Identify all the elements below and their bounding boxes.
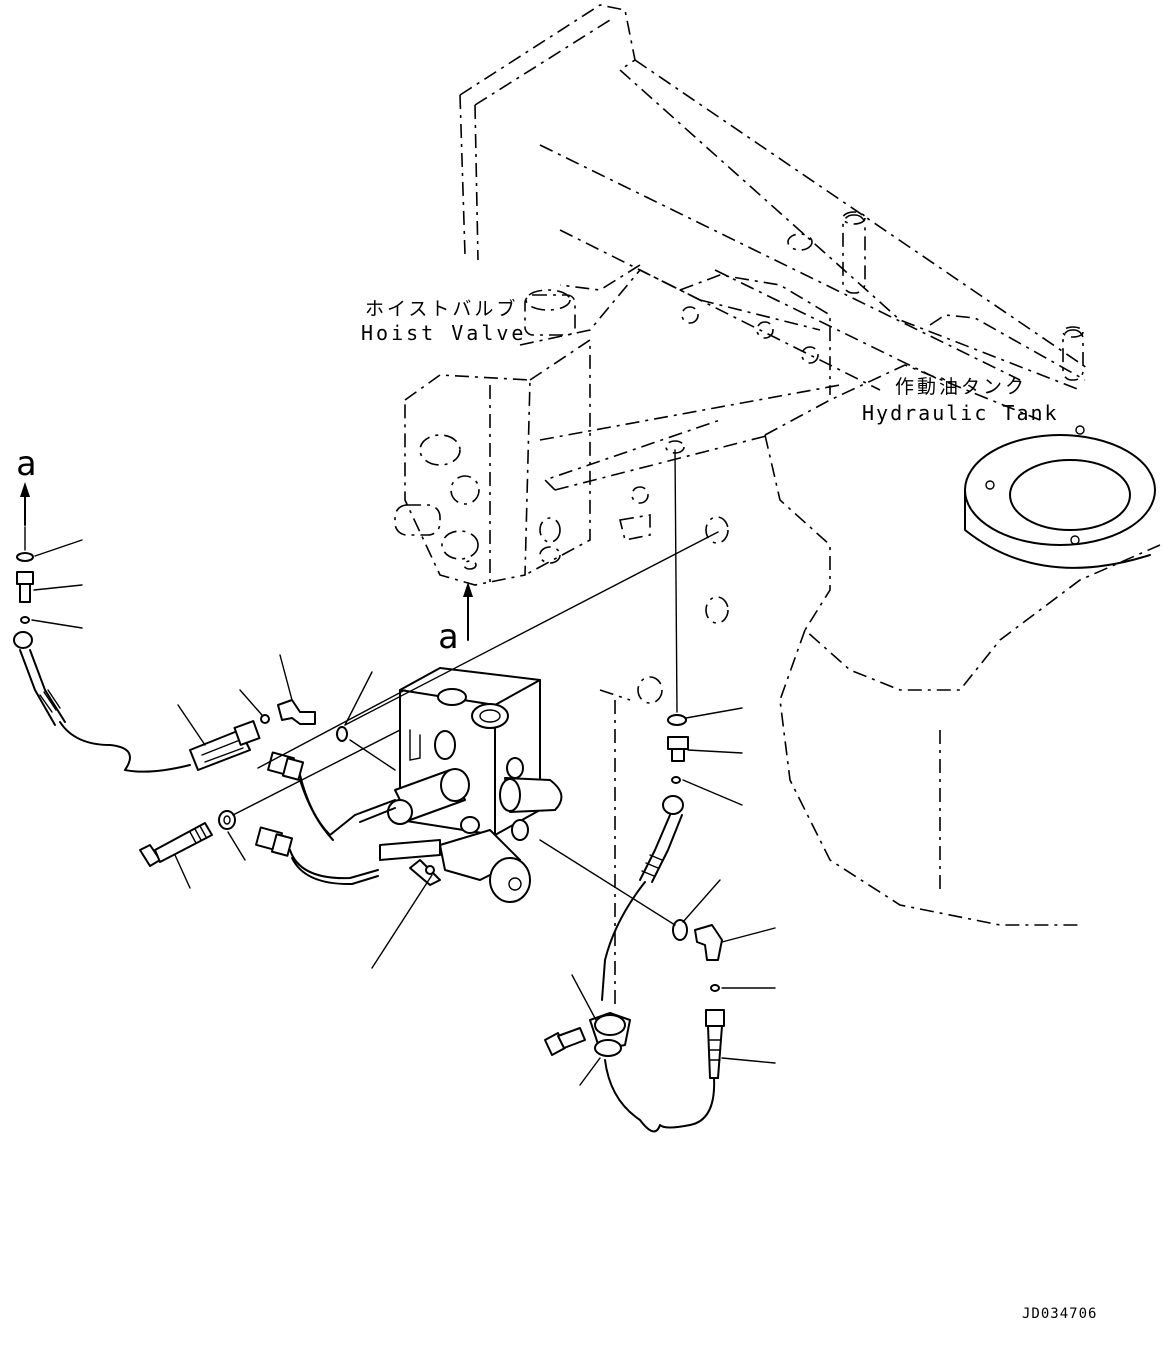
- hoist-valve-label-en: Hoist Valve: [361, 321, 526, 345]
- hydraulic-tank-label-jp: 作動油タンク: [895, 376, 1027, 398]
- view-arrow-mid: [463, 582, 473, 641]
- wire-harness: [255, 751, 396, 886]
- reference-lines: [24, 449, 719, 926]
- drawing-id: JD034706: [1022, 1306, 1097, 1322]
- view-marker-mid-label: a: [438, 617, 458, 657]
- mounting-bolt: [139, 810, 236, 867]
- frame-outline: [459, 4, 1161, 1005]
- hoist-valve-label-jp: ホイストバルブ: [365, 297, 518, 320]
- hydraulic-tank-label-en: Hydraulic Tank: [862, 401, 1059, 425]
- hoist-valve-phantom: [394, 269, 819, 586]
- solenoid-valve-block: [379, 667, 563, 903]
- view-marker-top-label: a: [16, 444, 36, 484]
- right-hose-assembly: [544, 714, 725, 1133]
- left-hose-assembly: [13, 552, 348, 773]
- view-arrow-top: [20, 482, 30, 526]
- leader-lines: [31, 539, 776, 1086]
